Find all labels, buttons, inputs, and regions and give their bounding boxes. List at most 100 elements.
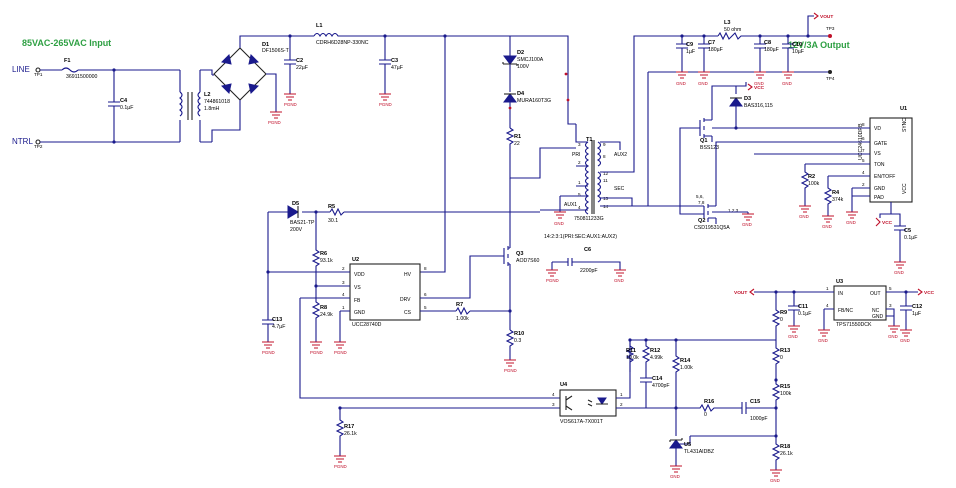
u3-pin-fbnc: FB/NC	[838, 308, 853, 314]
resistor-r15	[771, 380, 781, 436]
c2-pgnd-label: PGND	[284, 102, 297, 107]
cap-c4	[108, 70, 120, 142]
r9-ref: R9	[780, 310, 787, 316]
diode-d3	[729, 97, 743, 107]
r13-ref: R13	[780, 348, 790, 354]
d2-value: SMCJ100A	[517, 57, 544, 63]
u4-value: VOS617A-7X001T	[560, 419, 604, 425]
c5-ref: C5	[904, 228, 911, 234]
d2-value2: 100V	[517, 64, 530, 70]
resistor-r10	[505, 329, 515, 360]
u4-ref: U4	[560, 382, 568, 388]
q2-value: CSD19531Q5A	[694, 225, 730, 231]
r8-pgnd-label: PGND	[310, 350, 323, 355]
svg-text:4: 4	[552, 392, 555, 397]
f1-ref: F1	[64, 58, 71, 64]
svg-text:4: 4	[862, 170, 865, 175]
u5-ref: U5	[684, 442, 691, 448]
r4-value: 374k	[832, 197, 844, 203]
svg-text:5: 5	[862, 158, 865, 163]
tp4-marker	[828, 70, 832, 74]
u1-ref: U1	[900, 106, 907, 112]
l1-ref: L1	[316, 23, 323, 29]
r18-ref: R18	[780, 444, 790, 450]
cap-c3	[379, 36, 391, 94]
svg-text:3: 3	[552, 402, 555, 407]
u2-pin-gnd: GND	[354, 310, 366, 316]
svg-text:2: 2	[578, 160, 581, 165]
c3-pgnd-label: PGND	[379, 102, 392, 107]
cap-c6	[551, 258, 621, 270]
svg-text:5: 5	[889, 286, 892, 291]
u3-vcc-flag: VCC	[924, 290, 935, 296]
bridge-pgnd-label: PGND	[268, 120, 281, 125]
r7-ref: R7	[456, 302, 463, 308]
cap-c9	[676, 36, 688, 72]
ic-u2	[349, 263, 421, 321]
svg-text:1: 1	[578, 180, 581, 185]
tp3-label: TP3	[826, 26, 835, 31]
r2-ref: R2	[808, 174, 815, 180]
t1-ratio: 14:2:3:1(PRI:SEC:AUX1:AUX2)	[544, 234, 617, 240]
svg-text:7: 7	[862, 148, 865, 153]
t1-aux-gnd-label: GND	[554, 221, 564, 226]
svg-text:3: 3	[889, 303, 892, 308]
l3-ref: L3	[724, 20, 731, 26]
resistor-r2	[800, 163, 860, 206]
r17-value: 26.1k	[344, 431, 357, 437]
r12-value: 4.99k	[650, 355, 663, 361]
c10-gnd-label: GND	[782, 81, 792, 86]
cap-c12	[900, 292, 912, 330]
u3-value: TPS71550DCK	[836, 322, 872, 328]
resistor-r4	[823, 175, 860, 216]
svg-text:6: 6	[424, 292, 427, 297]
transformer-t1	[584, 140, 602, 215]
ferrite-l3	[717, 31, 742, 41]
c11-gnd-label: GND	[788, 334, 798, 339]
cap-c10	[782, 36, 794, 72]
resistor-r7	[455, 306, 471, 316]
u1-pin-en: EN/TOFF	[874, 174, 895, 180]
d4-ref: D4	[517, 91, 525, 97]
r8-ref: R8	[320, 305, 327, 311]
c8-ref: C8	[764, 40, 771, 46]
d3-value: BAS316,115	[744, 103, 773, 109]
u1-pin-gate: GATE	[874, 141, 888, 147]
t1-aux2-label: AUX2	[614, 152, 627, 158]
choke-l2	[179, 91, 201, 117]
resistor-r13	[771, 340, 781, 380]
u3-pin-gnd: GND	[872, 314, 884, 320]
d2-ref: D2	[517, 50, 524, 56]
c3-value: 47µF	[391, 65, 403, 71]
d3-vcc-flag: VCC	[754, 85, 765, 91]
r2-value: 100k	[808, 181, 820, 187]
resistor-r6	[311, 212, 340, 287]
c12-value: 1µF	[912, 311, 921, 317]
c11-ref: C11	[798, 304, 808, 310]
mosfet-q3	[500, 240, 511, 330]
input-title: 85VAC-265VAC Input	[22, 38, 111, 48]
r5-ref: R5	[328, 204, 335, 210]
c9-gnd-label: GND	[676, 81, 686, 86]
c2-ref: C2	[296, 58, 303, 64]
u2-value: UCC28740D	[352, 322, 382, 328]
c13-pgnd-label: PGND	[262, 350, 275, 355]
u1-gnd-label: GND	[846, 220, 856, 225]
diode-d4	[503, 93, 517, 103]
c13-ref: C13	[272, 317, 282, 323]
u3-vout-flag: VOUT	[734, 290, 747, 296]
bridge-pgnd	[270, 111, 282, 119]
r11-value: 10.0k	[626, 355, 639, 361]
u2-pin-vdd: VDD	[354, 272, 365, 278]
ic-u1	[869, 117, 913, 203]
u2-ref: U2	[352, 257, 359, 263]
resistor-r14	[671, 340, 681, 436]
t1-ref: T1	[586, 137, 593, 143]
r10-pgnd-label: PGND	[504, 368, 517, 373]
c9-value: 1µF	[686, 49, 695, 55]
output-title: 12V/3A Output	[788, 40, 850, 50]
cap-c8	[754, 36, 766, 72]
u3-ref: U3	[836, 279, 843, 285]
c8-value: 180µF	[764, 47, 779, 53]
c4-ref: C4	[120, 98, 128, 104]
